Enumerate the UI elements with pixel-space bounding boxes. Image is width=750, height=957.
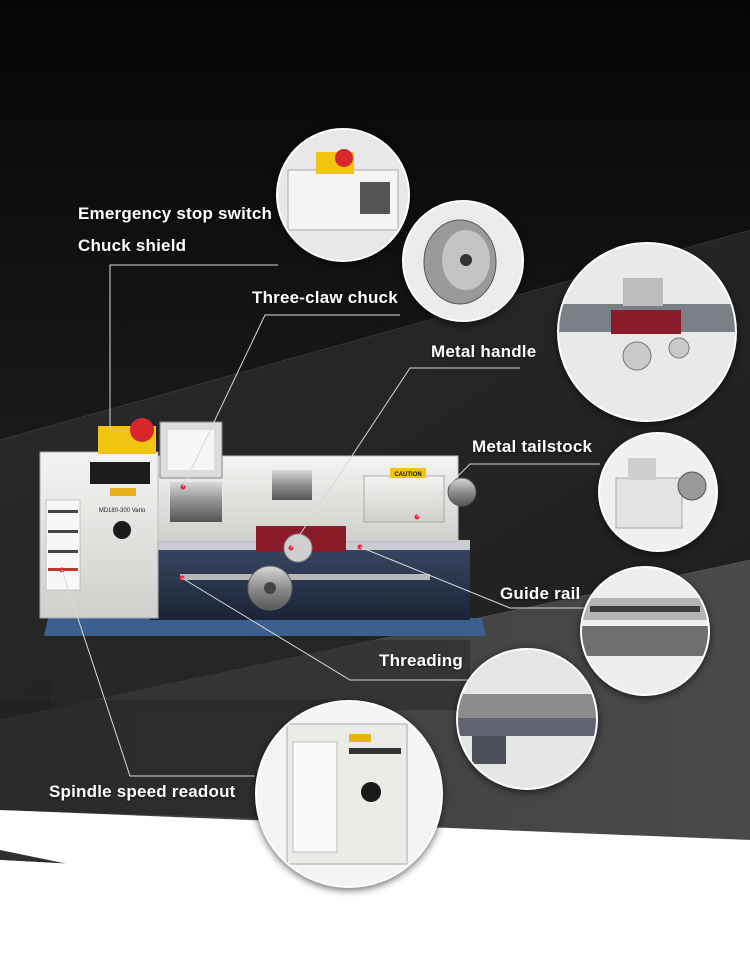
detail-chuck (402, 200, 524, 322)
callout-guide-rail: Guide rail (500, 584, 581, 603)
anchor-readout (59, 567, 65, 573)
callout-three-claw-chuck: Three-claw chuck (252, 288, 398, 307)
estop-button (130, 418, 154, 442)
callout-chuck-shield: Chuck shield (78, 236, 187, 255)
detail-tailstock (598, 432, 718, 552)
tailstock-handwheel (447, 477, 477, 507)
detail-handle (557, 242, 737, 422)
callout-metal-tailstock: Metal tailstock (472, 437, 593, 456)
model-label: MD180-300 Vario (99, 508, 146, 514)
detail-threading (456, 648, 598, 790)
speed-display (90, 462, 150, 484)
callout-spindle-speed-readout: Spindle speed readout (49, 782, 236, 801)
callout-threading: Threading (379, 651, 463, 670)
detail-estop (276, 128, 410, 262)
chip-tray (44, 618, 486, 636)
callout-metal-handle: Metal handle (431, 342, 537, 361)
anchor-rail (357, 544, 363, 550)
anchor-threading (179, 575, 185, 581)
caution-text: CAUTION (394, 472, 421, 478)
chuck (170, 482, 222, 522)
anchor-chuck (180, 484, 186, 490)
brand-label (110, 488, 136, 496)
cross-slide-handwheel (283, 533, 313, 563)
detail-guide-rail (580, 566, 710, 696)
tool-post (272, 470, 312, 500)
anchor-handle (288, 545, 294, 551)
speed-knob (113, 521, 131, 539)
tailstock (363, 475, 445, 523)
control-panel-table (45, 499, 81, 591)
anchor-tailstock (414, 514, 420, 520)
lead-screw (180, 574, 430, 580)
callout-emergency-stop: Emergency stop switch (78, 204, 273, 223)
detail-spindle-readout (255, 700, 443, 888)
